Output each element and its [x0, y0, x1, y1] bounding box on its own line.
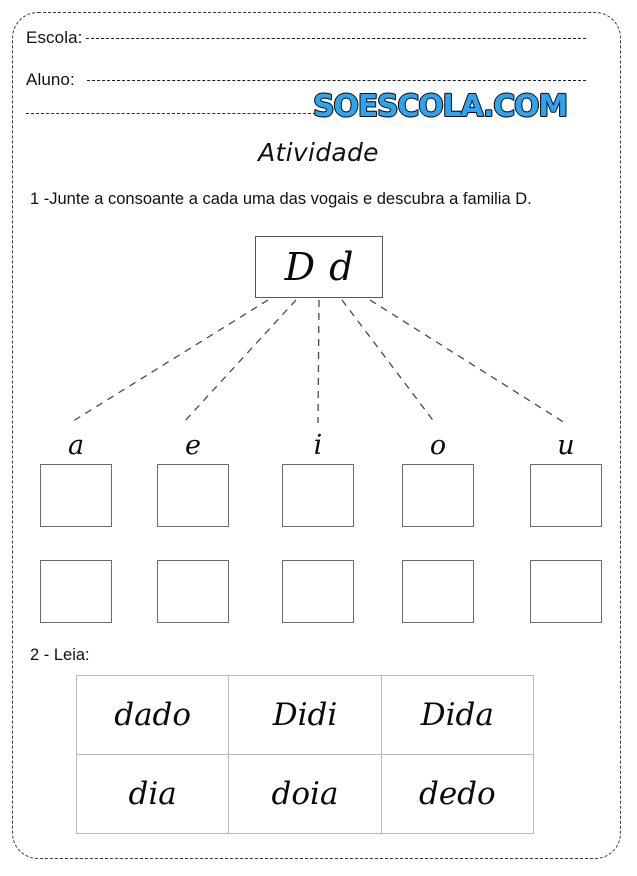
answer-cell-row2-a — [38, 560, 114, 623]
answer-cell-row2-e — [155, 560, 231, 623]
exercise-1-instruction: 1 -Junte a consoante a cada uma das voga… — [30, 190, 532, 208]
vowel-column-a: a — [38, 428, 114, 527]
answer-box-row1-e[interactable] — [157, 464, 229, 527]
reading-word-table: dado Didi Dida dia doia dedo — [75, 675, 535, 834]
answer-box-row2-o[interactable] — [402, 560, 474, 623]
word-cell-didi: Didi — [228, 675, 382, 755]
worksheet-header: Escola: Aluno: SOESCOLA.COM — [0, 0, 637, 128]
vowel-column-i: i — [280, 428, 356, 527]
connector-line-o — [341, 299, 436, 424]
connector-line-u — [369, 299, 566, 424]
answer-cell-row2-i — [280, 560, 356, 623]
answer-cell-row2-u — [528, 560, 604, 623]
vowel-label-e: e — [185, 430, 201, 461]
answer-box-row1-a[interactable] — [40, 464, 112, 527]
connector-line-a — [69, 299, 269, 424]
page-title: Atividade — [258, 138, 379, 167]
answer-box-row2-e[interactable] — [157, 560, 229, 623]
table-row: dado Didi Dida — [75, 675, 535, 755]
word-cell-doia: doia — [228, 754, 382, 834]
school-field-label: Escola: — [26, 28, 83, 47]
vowel-label-o: o — [429, 430, 447, 461]
connector-line-i — [317, 299, 320, 424]
word-cell-dado: dado — [75, 675, 230, 755]
student-field-label: Aluno: — [26, 70, 75, 89]
answer-box-row2-i[interactable] — [282, 560, 354, 623]
uppercase-d-letter: D — [284, 245, 316, 289]
answer-cell-row2-o — [400, 560, 476, 623]
answer-box-row1-i[interactable] — [282, 464, 354, 527]
word-cell-dia: dia — [75, 754, 230, 834]
vowel-label-i: i — [313, 430, 323, 461]
vowel-column-o: o — [400, 428, 476, 527]
lowercase-d-letter: d — [329, 245, 354, 289]
table-row: dia doia dedo — [75, 754, 535, 834]
student-field-row: Aluno: — [26, 70, 586, 90]
vowel-label-u: u — [557, 430, 575, 461]
header-divider — [26, 113, 326, 114]
consonant-letter-box: D d — [255, 236, 383, 298]
answer-box-row1-o[interactable] — [402, 464, 474, 527]
word-cell-dida: Dida — [380, 675, 535, 755]
student-field-writing-line[interactable] — [86, 80, 586, 81]
vowel-column-u: u — [528, 428, 604, 527]
word-cell-dedo: dedo — [380, 754, 535, 834]
answer-box-row1-u[interactable] — [530, 464, 602, 527]
vowel-column-e: e — [155, 428, 231, 527]
connector-line-e — [182, 299, 297, 424]
vowel-label-a: a — [67, 430, 85, 461]
school-field-row: Escola: — [26, 28, 586, 48]
school-field-writing-line[interactable] — [86, 38, 586, 39]
answer-box-row2-u[interactable] — [530, 560, 602, 623]
exercise-2-instruction: 2 - Leia: — [30, 646, 90, 664]
soescola-logo: SOESCOLA.COM — [312, 89, 569, 124]
answer-box-row2-a[interactable] — [40, 560, 112, 623]
